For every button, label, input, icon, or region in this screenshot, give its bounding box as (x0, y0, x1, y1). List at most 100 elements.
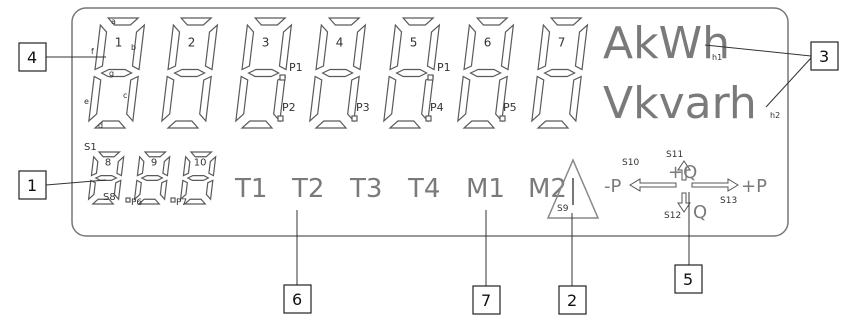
main-digit-1: 1 (88, 17, 146, 129)
small-digit-10-number: 10 (194, 158, 207, 169)
callout-3: 3 (810, 41, 839, 71)
main-digit-6-segment-e (457, 75, 471, 123)
quadrant-minus-p: -P (604, 176, 621, 197)
main-digit-1-segment-b (131, 23, 146, 71)
decimal-point-labels: P1 P1 P2 P3 P4 P5 (282, 61, 517, 114)
leader-3a (704, 44, 812, 57)
segment-label-s1: S1 (84, 142, 97, 153)
main-digit-6-number: 6 (484, 36, 492, 50)
small-digit-8-segment-a (97, 151, 122, 158)
main-digit-5-segment-d (388, 120, 422, 129)
tariff-t2: T2 (291, 174, 324, 204)
segment-letter-c: c (123, 91, 127, 100)
main-digit-3-segment-d (240, 120, 274, 129)
main-digit-2-number: 2 (188, 36, 196, 50)
callout-5-box (674, 264, 703, 294)
small-digit-9-segment-a (143, 151, 168, 158)
segment-letters: a b c d e f g (84, 17, 136, 130)
callout-5-label: 5 (683, 270, 693, 289)
main-digit-6-segment-a (475, 17, 509, 26)
main-digit-5-number: 5 (410, 36, 418, 50)
main-digit-5-segment-b (426, 23, 441, 71)
main-digit-1-segment-f (94, 23, 108, 71)
main-digit-4-number: 4 (336, 36, 344, 50)
main-digit-2-segment-c (199, 75, 212, 123)
main-digit-4-segment-b (352, 23, 367, 71)
leader-3b (765, 57, 812, 108)
main-digit-4-segment-g (321, 68, 354, 78)
decimal-point-small-1 (125, 197, 131, 203)
main-digit-2-segment-e (161, 75, 175, 123)
main-digit-4: 4 (309, 17, 367, 129)
unit-vkvarh-sub: h2 (770, 111, 780, 120)
main-digit-6-segment-c (495, 75, 508, 123)
decimal-point-upper-1 (279, 74, 286, 81)
point-label-p5: P5 (503, 101, 517, 114)
callout-4-box (18, 42, 47, 72)
callout-2-box (558, 285, 587, 315)
small-digit-8-segment-b (116, 155, 125, 177)
lcd-frame (71, 7, 789, 237)
main-digit-4-segment-f (315, 23, 329, 71)
main-digit-2-segment-d (166, 120, 200, 129)
small-digit-10-segment-g (186, 175, 210, 181)
main-digit-7-segment-f (537, 23, 551, 71)
decimal-point-lower-4 (499, 115, 506, 122)
callout-1-box (18, 170, 47, 200)
main-digit-5-segment-e (383, 75, 397, 123)
main-digit-6-segment-g (469, 68, 502, 78)
main-digit-1-segment-d (93, 120, 127, 129)
quadrant-label-s11: S11 (666, 150, 683, 160)
callout-5: 5 (674, 264, 703, 294)
decimal-point-lower-1 (277, 115, 284, 122)
small-digit-9: 9 (133, 151, 171, 205)
segment-letter-g: g (109, 69, 114, 78)
main-digit-4-segment-d (314, 120, 348, 129)
main-digit-3: 3 (235, 17, 293, 129)
main-digit-3-segment-g (247, 68, 280, 78)
point-label-p6: P6 (131, 198, 142, 208)
callout-2: 2 (558, 285, 587, 315)
callout-1-label: 1 (27, 176, 37, 195)
segment-letter-b: b (131, 43, 136, 52)
small-digit-9-segment-e (133, 179, 142, 201)
tariff-t4: T4 (407, 174, 440, 204)
small-digit-9-segment-g (140, 175, 164, 181)
small-digit-10-segment-d (183, 198, 207, 205)
small-digit-8: 8 (87, 151, 125, 205)
small-digit-10-segment-b (208, 155, 217, 177)
main-digit-4-segment-e (309, 75, 323, 123)
segment-letter-f: f (91, 47, 94, 56)
quadrant-minus-q: Q (693, 202, 707, 223)
callout-3-label: 3 (819, 47, 829, 66)
arrow-left-icon (629, 178, 677, 192)
callout-7-label: 7 (481, 291, 491, 310)
segment-letter-d: d (98, 121, 103, 130)
main-digit-6: 6 (457, 17, 515, 129)
main-digit-7-segment-b (574, 23, 589, 71)
main-digit-1-segment-g (100, 68, 133, 78)
small-digit-10: 10 (179, 151, 217, 205)
point-label-p7: P7 (176, 198, 187, 208)
main-digit-5: 5 (383, 17, 441, 129)
small-digit-9-segment-f (136, 155, 145, 177)
main-digit-1-number: 1 (115, 36, 123, 50)
callout-3-box (810, 41, 839, 71)
warning-triangle-icon (546, 158, 600, 219)
small-digit-8-segment-f (90, 155, 99, 177)
callout-1: 1 (18, 170, 47, 200)
main-digit-5-segment-a (401, 17, 435, 26)
point-label-p2: P2 (282, 101, 296, 114)
small-digit-9-segment-c (159, 179, 168, 201)
leader-1 (45, 179, 107, 186)
main-digit-3-number: 3 (262, 36, 270, 50)
main-digit-7-number: 7 (558, 36, 566, 50)
decimal-point-small-2 (170, 197, 176, 203)
quadrant-indicator: S10 S11 S12 S13 +Q Q +P -P (604, 150, 767, 223)
main-digit-6-segment-b (500, 23, 515, 71)
small-digit-9-segment-b (162, 155, 171, 177)
small-digit-10-segment-e (179, 179, 188, 201)
small-digit-8-segment-c (113, 179, 122, 201)
